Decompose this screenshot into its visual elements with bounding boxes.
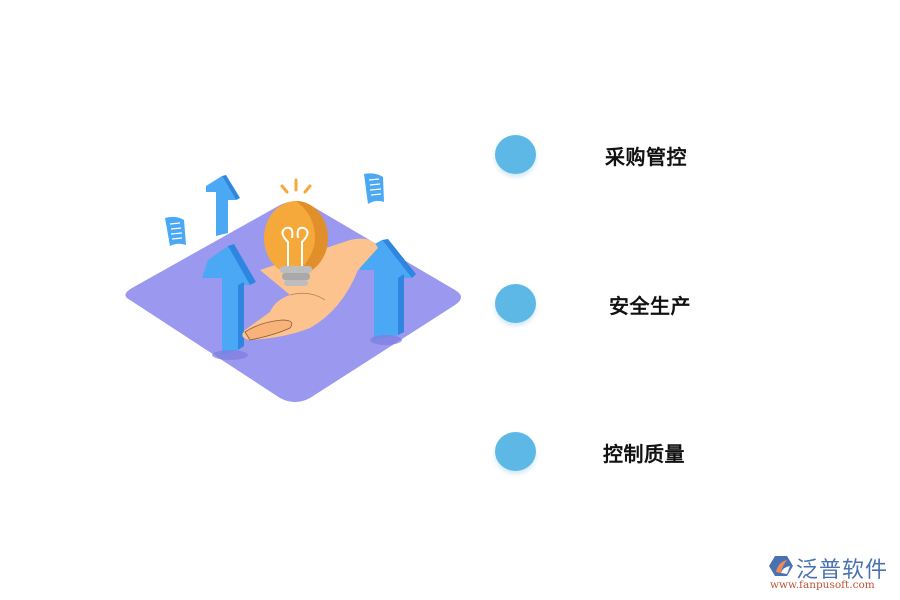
hand-illustration [242,238,378,341]
document-icon [364,173,384,204]
brand-logo: 泛普软件 www.fanpusoft.com [768,552,893,592]
list-item-safety-production: 安全生产 [495,284,755,326]
logo-url: www.fanpusoft.com [770,579,875,591]
arrow-up-icon [206,175,240,236]
bullet-dot-icon [495,432,536,471]
item-label: 采购管控 [605,145,687,169]
list-item-quality-control: 控制质量 [495,432,755,474]
bullet-dot-icon [495,135,536,174]
arrow-up-icon [202,244,256,360]
bullet-dot-icon [495,284,536,323]
illustration [110,160,480,420]
item-label: 控制质量 [603,442,685,466]
logo-mark-icon [769,556,793,576]
logo-name: 泛普软件 [796,558,889,583]
list-item-procurement-control: 采购管控 [495,135,755,177]
arrow-up-icon [360,239,416,345]
item-label: 安全生产 [609,294,691,318]
document-icon [165,216,186,246]
lightbulb-icon [264,178,328,286]
